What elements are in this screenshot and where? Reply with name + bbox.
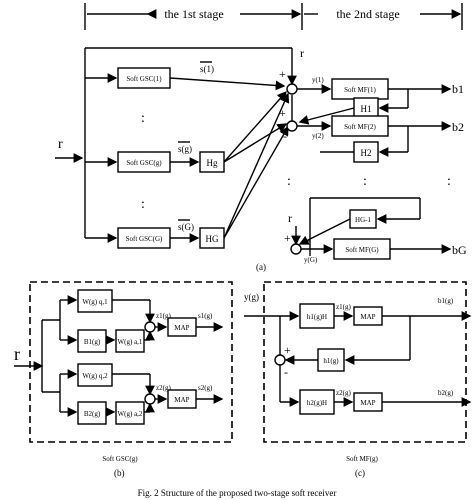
panel-b-name: Soft GSC(g): [102, 455, 138, 463]
soft-mf-1-label: Soft MF(1): [344, 86, 376, 94]
minus-sign-c: -: [284, 365, 288, 379]
panel-c-border: [263, 281, 467, 443]
b-G-label: bG: [452, 243, 467, 257]
dots-gsc-2: :: [141, 197, 145, 212]
b-c2-label: b2(g): [438, 389, 454, 397]
minus-sign-1: -: [283, 91, 287, 105]
s-G-label: s(G): [178, 222, 194, 232]
W-a1-block: [115, 329, 145, 353]
W-q2-block: [77, 363, 113, 387]
panel-c: y(g) h1(g)H z1(g) MAP b1(g) h1(g) + - h2…: [244, 281, 472, 478]
H-G-1-feedback-label: HG-1: [355, 216, 371, 224]
dots-out: :: [447, 174, 451, 189]
panel-c-name: Soft MF(g): [346, 455, 378, 463]
dots-gsc-1: :: [141, 111, 145, 126]
z-c2-label: z2(g): [336, 389, 351, 397]
map-c2-label: MAP: [360, 399, 375, 407]
summer-G: [290, 243, 302, 255]
W-a2-block: [115, 401, 145, 425]
b-c1-label: b1(g): [438, 297, 454, 305]
summer-b1: [144, 321, 156, 333]
map-b1-label: MAP: [174, 324, 189, 332]
B-2-label: B2(g): [84, 410, 101, 418]
plus-sign-c: +: [284, 343, 291, 357]
z-1-label: z1(g): [156, 312, 171, 320]
y-1-label: y(1): [312, 76, 324, 84]
summer-c: [274, 354, 286, 366]
y-2-label: y(2): [312, 132, 324, 140]
stage-1-label: the 1st stage: [164, 7, 223, 21]
summer-b2: [144, 393, 156, 405]
input-r-label: r: [58, 137, 63, 152]
dots-mf: :: [363, 174, 367, 189]
figure-caption: Fig. 2 Structure of the proposed two-sta…: [138, 488, 337, 498]
panel-a-caption: (a): [256, 262, 266, 272]
W-q1-block: [77, 289, 113, 313]
b-2-label: b2: [452, 120, 464, 134]
h-1H-label: h1(g)H: [307, 313, 327, 321]
top-r-label: r: [300, 46, 304, 60]
s-1-out-label: s1(g): [198, 312, 213, 320]
panel-b-input-r: r: [14, 344, 20, 364]
H-2-feedback-label: H2: [361, 148, 372, 158]
B-1-label: B1(g): [84, 338, 101, 346]
h-1H-block: [299, 303, 335, 329]
y-G-label: y(G): [304, 256, 318, 264]
h-2H-label: h2(g)H: [307, 399, 327, 407]
b-1-label: b1: [452, 82, 464, 96]
W-a1-label: W(g) a,1: [118, 338, 143, 346]
H-1-feedback-label: H1: [361, 104, 372, 114]
s-1-label: s(1): [200, 64, 214, 74]
h-2H-block: [299, 389, 335, 415]
dots-summer: :: [287, 174, 291, 189]
panel-c-caption: (c): [355, 468, 365, 478]
panel-b: r W(g) q,1 B1(g) W(g) a,1 z1(g) MAP s1(g…: [14, 281, 233, 478]
H-G-label: HG: [206, 234, 219, 244]
panel-a: r r Soft GSC(1) Soft GSC(g) Soft GSC(G) …: [55, 46, 467, 272]
panel-b-caption: (b): [114, 468, 125, 478]
plus-sign-1: +: [279, 67, 286, 81]
soft-gsc-1-label: Soft GSC(1): [126, 75, 162, 83]
map-c1-label: MAP: [360, 313, 375, 321]
W-q1-label: W(g) q,1: [82, 298, 108, 306]
summer-2: [286, 120, 298, 132]
panel-c-input-y: y(g): [244, 292, 259, 302]
W-q2-label: W(g) q,2: [82, 372, 108, 380]
z-c1-label: z1(g): [336, 303, 351, 311]
soft-gsc-G-label: Soft GSC(G): [126, 235, 163, 243]
lower-r-label: r: [288, 211, 292, 225]
z-2-label: z2(g): [156, 384, 171, 392]
s-2-out-label: s2(g): [198, 384, 213, 392]
map-b2-label: MAP: [174, 396, 189, 404]
stage-2-label: the 2nd stage: [336, 7, 399, 21]
minus-sign-G: -: [306, 233, 310, 247]
h-1-feedback-label: h1(g): [323, 357, 339, 365]
summer-1: [286, 83, 298, 95]
plus-sign-2: +: [279, 106, 286, 120]
minus-sign-2: -: [283, 129, 287, 143]
soft-mf-2-label: Soft MF(2): [344, 123, 376, 131]
s-g-label: s(g): [178, 144, 192, 154]
soft-mf-G-label: Soft MF(G): [345, 246, 379, 254]
W-a2-label: W(g) a,2: [118, 410, 143, 418]
H-g-label: Hg: [207, 158, 218, 168]
stage-header: the 1st stage the 2nd stage: [84, 3, 463, 30]
soft-gsc-g-label: Soft GSC(g): [126, 159, 162, 167]
panel-b-border: [29, 281, 233, 443]
plus-sign-G: +: [284, 231, 291, 245]
